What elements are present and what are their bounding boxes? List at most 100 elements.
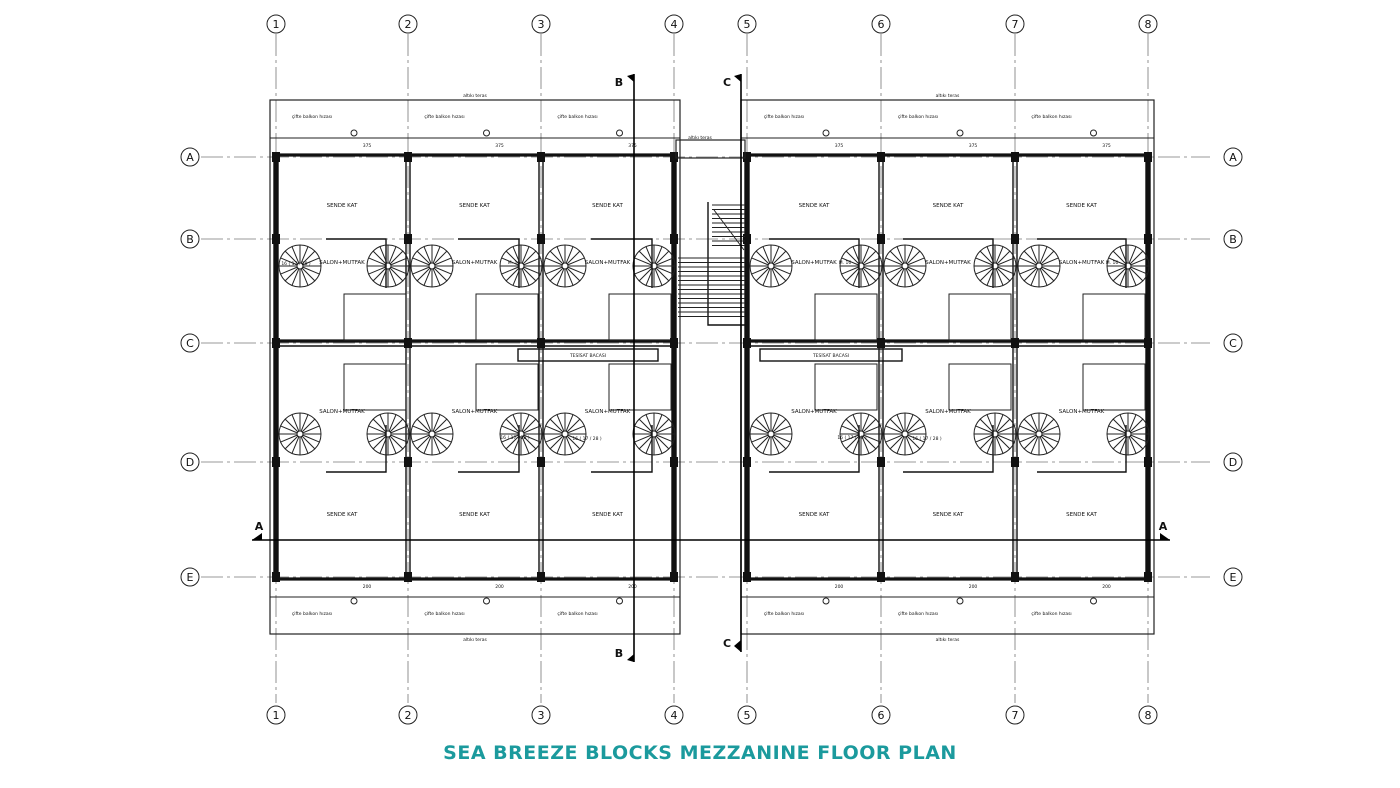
stair-tread: [566, 267, 581, 282]
stair-tread: [301, 435, 316, 450]
spiral-stair-top: [973, 244, 1017, 288]
stair-tread: [567, 257, 585, 266]
grid-bubble-col: [1138, 14, 1158, 34]
grid-bubble-col-label: 2: [405, 18, 412, 31]
stair-core: [901, 262, 909, 270]
structural-column: [272, 234, 280, 244]
grid-bubble-row-label: D: [186, 456, 194, 469]
stair-tread: [634, 434, 652, 443]
grid-bubble-col: [266, 14, 286, 34]
dimension-label: 375: [1102, 143, 1111, 149]
balcony-label-bottom: çifte balkon hızası: [557, 611, 597, 617]
stair-tread: [863, 257, 881, 266]
stair-tread: [1041, 425, 1059, 434]
grid-bubble-col: [1005, 14, 1025, 34]
building-plan: altıkı teras altıkı teras çifte balkon hız…: [269, 93, 1155, 643]
stair-tread: [284, 418, 299, 433]
lower-terrace-label-top: altıkı teras: [936, 93, 960, 99]
core-stair-arrow: [713, 209, 745, 251]
section-label-a-left: A: [255, 520, 264, 533]
stair-tread: [862, 435, 877, 450]
stair-tread: [645, 414, 654, 432]
stair-tread: [1023, 435, 1038, 450]
structural-column: [743, 457, 751, 467]
void-box-top: [608, 293, 672, 341]
stair-tread: [434, 266, 452, 275]
structural-column: [670, 234, 678, 244]
lower-terrace-label-top: altıkı teras: [463, 93, 487, 99]
stair-tread: [1039, 414, 1048, 432]
grid-bubble-row: [180, 229, 200, 249]
stair-tread: [521, 414, 530, 432]
structural-column: [743, 152, 751, 162]
stair-tread: [975, 434, 993, 443]
stair-tread: [390, 266, 408, 275]
level-mark: [350, 597, 358, 605]
stair-tread: [655, 250, 670, 265]
stair-tread: [896, 246, 905, 264]
structural-column: [404, 234, 412, 244]
stair-tread: [1108, 425, 1126, 434]
spiral-stair-bottom: [278, 412, 322, 456]
room-label-living: SALON+MUTFAK: [925, 260, 971, 266]
structural-column: [877, 572, 885, 582]
stair-tread: [505, 250, 520, 265]
stair-tread: [1023, 418, 1038, 433]
stair-tread: [986, 436, 995, 454]
void-box-top: [1082, 293, 1146, 341]
void-box-bottom: [948, 363, 1012, 411]
stair-tread: [975, 266, 993, 275]
section-label-c-bottom: C: [723, 637, 731, 650]
structural-column: [537, 572, 545, 582]
stair-tread: [762, 414, 771, 432]
stair-tread: [556, 436, 565, 454]
stair-tread: [986, 246, 995, 264]
structural-column: [670, 457, 678, 467]
stair-tread: [566, 418, 581, 433]
stair-tread: [1119, 436, 1128, 454]
terrace-outline: [740, 99, 1155, 635]
structural-column: [404, 152, 412, 162]
stair-tread: [523, 257, 541, 266]
stair-tread: [1040, 267, 1055, 282]
grid-bubble-row-label: A: [1229, 151, 1237, 164]
stair-tread: [432, 246, 441, 264]
spiral-stair-top: [543, 244, 587, 288]
stair-tread: [521, 268, 530, 286]
grid-bubble-col: [871, 14, 891, 34]
stair-tread: [751, 425, 769, 434]
core-landing: [675, 139, 746, 159]
spiral-stair-bottom: [749, 412, 793, 456]
stair-tread: [302, 266, 320, 275]
stair-tread: [995, 436, 1004, 454]
stair-tread: [885, 266, 903, 275]
stair-tread: [512, 436, 521, 454]
stair-tread: [1041, 266, 1059, 275]
structural-column: [1011, 152, 1019, 162]
stair-tread: [1128, 246, 1137, 264]
structural-column: [404, 338, 412, 348]
stair-tread: [772, 267, 787, 282]
stair-tread: [862, 418, 877, 433]
stair-tread: [841, 257, 859, 266]
stair-tread: [501, 425, 519, 434]
level-mark: [822, 597, 830, 605]
stair-tread: [995, 246, 1004, 264]
room-label-living: SALON+MUTFAK: [585, 260, 631, 266]
grid-bubble-col: [531, 14, 551, 34]
stair-tread: [1041, 434, 1059, 443]
structural-column: [670, 152, 678, 162]
balcony-label-top: çifte balkon hızası: [424, 114, 464, 120]
stair-tread: [379, 414, 388, 432]
stair-tread: [905, 414, 914, 432]
stair-tread: [368, 257, 386, 266]
structural-column: [1144, 572, 1152, 582]
stair-tread: [656, 434, 674, 443]
grid-bubble-col-label: 1: [273, 709, 280, 722]
stair-tread: [773, 257, 791, 266]
stair-tread: [389, 267, 404, 282]
stair-tread: [521, 436, 530, 454]
grid-bubble-row: [1223, 452, 1243, 472]
stair-tread: [1039, 436, 1048, 454]
